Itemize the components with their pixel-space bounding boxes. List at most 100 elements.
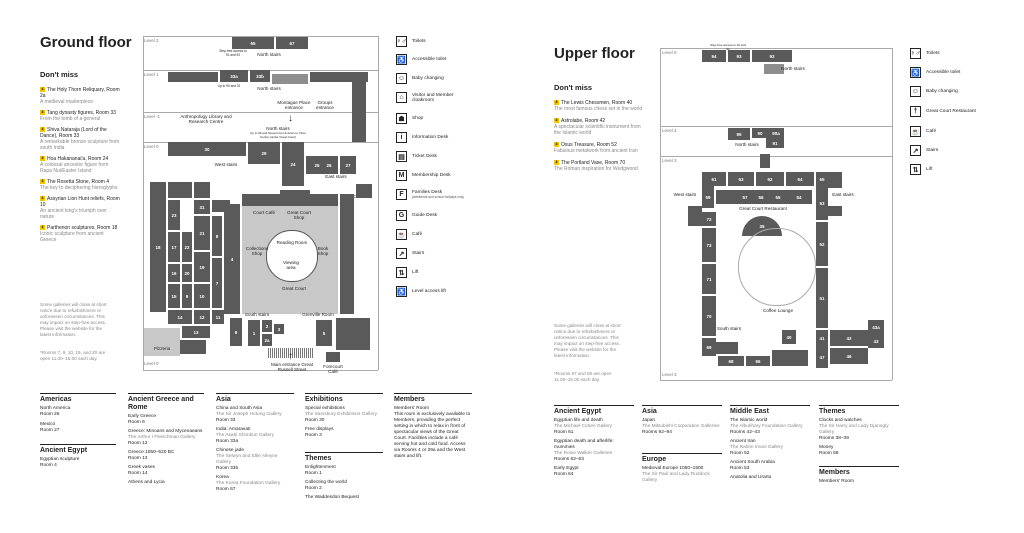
level-line xyxy=(378,36,379,370)
room-13[interactable]: 13 xyxy=(182,326,210,338)
room-95[interactable]: 95 xyxy=(728,128,750,140)
room-43a[interactable]: 43a xyxy=(868,320,884,334)
room-block xyxy=(828,172,842,188)
room-24[interactable]: 24 xyxy=(282,142,304,186)
room-33b[interactable]: 33b xyxy=(250,70,270,82)
room-90[interactable]: 90 xyxy=(752,128,768,138)
groups-entrance-label: Groups entrance xyxy=(316,100,334,111)
reading-room-rotunda[interactable] xyxy=(266,230,318,282)
upper-legend: ♀♂Toilets ♿Accessible toilet ☺Baby chang… xyxy=(908,46,1018,186)
room-14[interactable]: 14 xyxy=(168,310,192,324)
room-2a[interactable]: 2a xyxy=(262,334,272,346)
room-66[interactable]: 66 xyxy=(746,356,770,366)
room-26[interactable]: 26 xyxy=(320,156,338,174)
room-20[interactable]: 20 xyxy=(182,264,192,282)
room-55[interactable]: 55 xyxy=(770,190,786,204)
room-57[interactable]: 57 xyxy=(738,190,752,204)
room-7[interactable]: 7 xyxy=(212,258,222,308)
room-93[interactable]: 93 xyxy=(728,50,750,62)
room-47[interactable]: 47 xyxy=(816,346,828,368)
room-41[interactable]: 41 xyxy=(816,330,828,346)
room-53[interactable]: 53 xyxy=(816,186,828,220)
room-1[interactable]: 1 xyxy=(248,320,260,346)
room-4[interactable]: 4 xyxy=(224,204,240,314)
legend-item: ☕Café xyxy=(910,126,936,137)
room-56[interactable]: 56 xyxy=(754,190,768,204)
room-23[interactable]: 23 xyxy=(168,200,180,230)
room-59[interactable]: 59 xyxy=(702,186,714,208)
room-64[interactable]: 64 xyxy=(786,172,814,186)
room-91[interactable]: 91 xyxy=(766,138,784,148)
room-63[interactable]: 63 xyxy=(728,172,754,186)
room-64-top[interactable]: 62 xyxy=(756,172,784,186)
room-9[interactable]: 9 xyxy=(182,284,192,308)
room-68[interactable]: 68 xyxy=(718,356,744,366)
room-40[interactable]: 40 xyxy=(782,330,796,344)
pizzeria-room[interactable] xyxy=(144,328,180,356)
room-61[interactable]: 61 xyxy=(702,172,726,186)
room-16[interactable]: 16 xyxy=(168,264,180,282)
category-themes-upper: Themes Clocks and watches The Sir Harry … xyxy=(819,405,899,457)
room-27[interactable]: 27 xyxy=(340,156,356,174)
room-43[interactable]: 43 xyxy=(868,334,884,348)
ground-hours-note: *Rooms 7, 9, 10, 19, and 20 are open 11.… xyxy=(40,350,106,361)
room-71[interactable]: 71 xyxy=(702,264,716,294)
families-desk-icon: F xyxy=(396,189,407,200)
room-72[interactable]: 72 xyxy=(702,212,716,226)
room-67[interactable]: 67 xyxy=(276,37,308,49)
legend-item: ☗Shop xyxy=(396,113,423,124)
room-30[interactable]: 30 xyxy=(168,142,246,156)
room-52[interactable]: 52 xyxy=(816,222,828,266)
reading-room-label: Reading Room xyxy=(276,240,308,245)
room-5[interactable]: 5 xyxy=(316,320,332,346)
room-31[interactable]: 31 xyxy=(194,200,210,214)
room-19[interactable]: 19 xyxy=(194,252,210,282)
room-94[interactable]: 94 xyxy=(702,50,726,62)
great-court-shop-label: Great Court Shop xyxy=(287,210,311,221)
level-label: Level 1 xyxy=(144,72,159,77)
stairs-icon: ↗ xyxy=(910,145,921,156)
room-42[interactable]: 42 xyxy=(830,330,868,346)
room-46[interactable]: 46 xyxy=(830,348,868,364)
room-54[interactable]: 54 xyxy=(788,190,810,204)
room-8[interactable]: 8 xyxy=(212,216,222,256)
room-6[interactable]: 6 xyxy=(230,318,242,346)
room-51[interactable]: 51 xyxy=(816,268,828,328)
room-17[interactable]: 17 xyxy=(168,232,180,262)
level-line xyxy=(143,36,378,37)
anthropology-library-label: Anthropology Library and Research Centre xyxy=(180,114,232,125)
room-2[interactable]: 2 xyxy=(262,320,272,332)
room-33a[interactable]: 33a xyxy=(220,70,248,82)
room-12[interactable]: 12 xyxy=(194,310,210,324)
room-21[interactable]: 21 xyxy=(194,216,210,250)
room-90a[interactable]: 90a xyxy=(768,128,784,138)
room-15[interactable]: 15 xyxy=(168,284,180,308)
category-ancient-egypt: Ancient Egypt Egyptian sculpture Room 4 xyxy=(40,444,116,469)
room-10[interactable]: 10 xyxy=(194,284,210,308)
room-65[interactable]: 65 xyxy=(816,172,828,186)
room-29[interactable]: 29 xyxy=(248,142,280,164)
room-22[interactable]: 22 xyxy=(182,232,192,262)
room-73[interactable]: 73 xyxy=(702,228,716,262)
room-18[interactable]: 18 xyxy=(150,182,166,312)
room-65[interactable]: 65 xyxy=(232,37,274,49)
room-3[interactable]: 3 xyxy=(274,324,284,334)
room-11[interactable]: 11 xyxy=(212,310,224,324)
room-92[interactable]: 92 xyxy=(752,50,792,62)
room-69[interactable]: 69 xyxy=(702,338,716,356)
room-70[interactable]: 70 xyxy=(702,296,716,336)
north-stairs-label: North stairs xyxy=(266,126,290,131)
forecourt-cafe-label: Forecourt Café xyxy=(323,364,343,375)
